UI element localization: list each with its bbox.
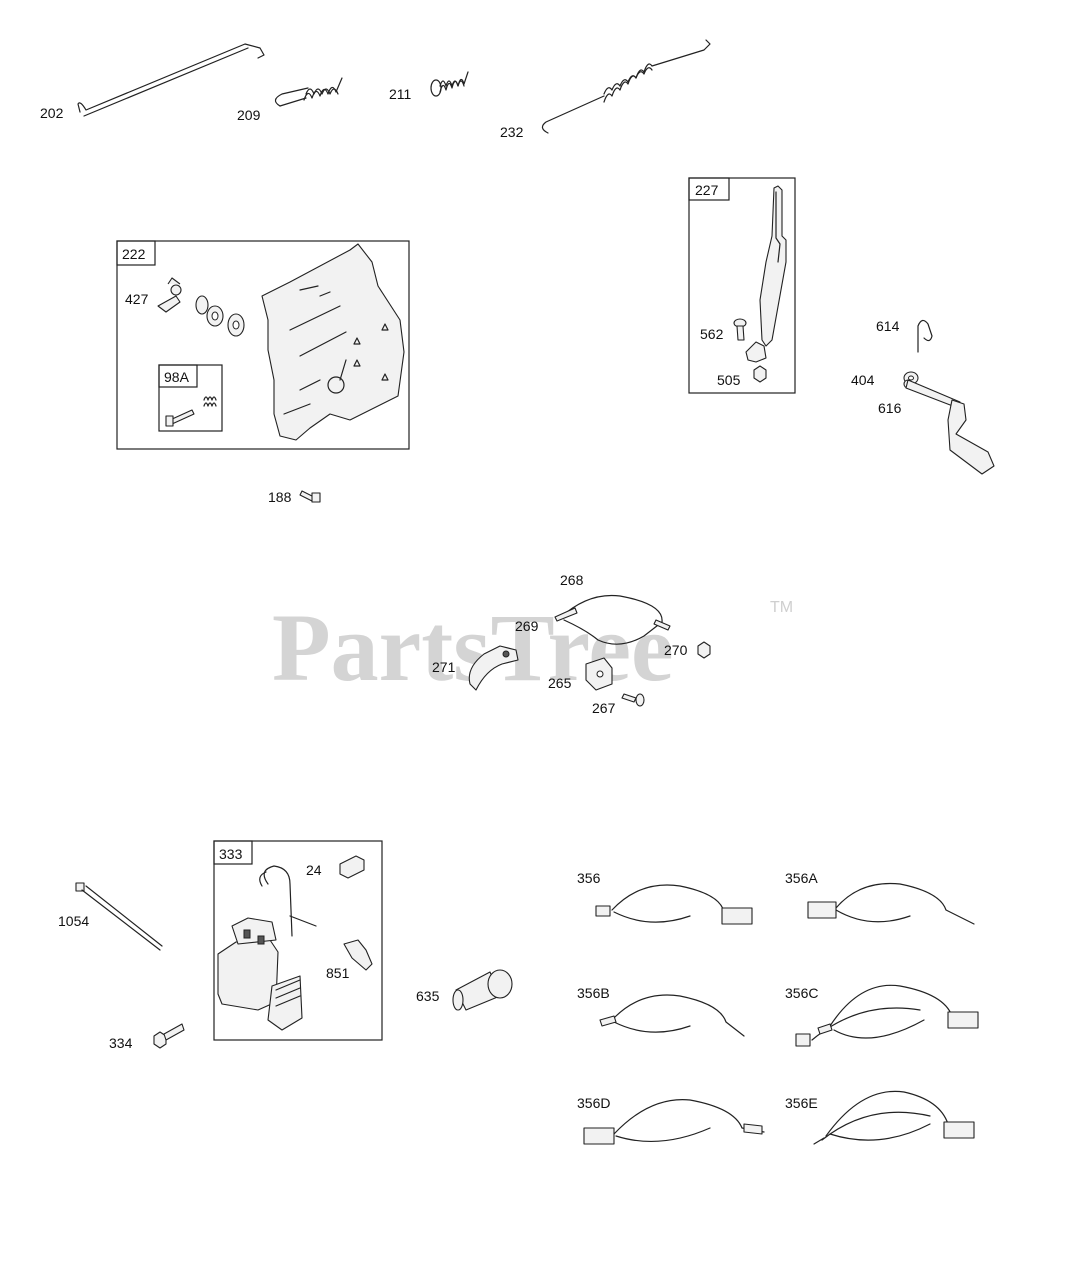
label-356d: 356D: [577, 1095, 610, 1111]
label-232: 232: [500, 124, 524, 140]
part-635-spark-boot[interactable]: [452, 969, 513, 1011]
label-334: 334: [109, 1035, 133, 1051]
part-356b-wire[interactable]: [599, 994, 745, 1037]
label-505: 505: [717, 372, 741, 388]
label-267: 267: [592, 700, 616, 716]
label-1054: 1054: [58, 913, 89, 929]
part-232-spring[interactable]: [541, 39, 711, 134]
label-427: 427: [125, 291, 149, 307]
part-98a-screw-spring[interactable]: [165, 396, 217, 427]
assembly-box-333: 333: [213, 840, 383, 1041]
label-202: 202: [40, 105, 64, 121]
part-356a-wire[interactable]: [807, 882, 975, 925]
washer-parts[interactable]: [195, 295, 245, 337]
label-616: 616: [878, 400, 902, 416]
part-267-screw[interactable]: [621, 693, 645, 707]
label-24: 24: [306, 862, 322, 878]
control-bracket[interactable]: [261, 243, 405, 441]
part-562-screw[interactable]: [733, 318, 747, 341]
label-268: 268: [560, 572, 584, 588]
part-265-clip[interactable]: [585, 657, 613, 691]
part-334-bolt[interactable]: [153, 1023, 185, 1049]
box-label-227: 227: [695, 182, 719, 198]
part-851-terminal[interactable]: [343, 939, 373, 971]
label-188: 188: [268, 489, 292, 505]
label-356a: 356A: [785, 870, 818, 886]
part-188-screw[interactable]: [299, 490, 321, 503]
part-616-shaft[interactable]: [903, 379, 995, 475]
label-271: 271: [432, 659, 456, 675]
part-505-nut[interactable]: [753, 365, 767, 383]
part-356e-wire[interactable]: [813, 1090, 975, 1145]
label-356c: 356C: [785, 985, 818, 1001]
assembly-box-222: 222: [116, 240, 410, 450]
part-202-rod[interactable]: [77, 43, 265, 117]
label-209: 209: [237, 107, 261, 123]
box-label-333: 333: [219, 846, 243, 862]
label-404: 404: [851, 372, 875, 388]
part-1054-cable-tie[interactable]: [75, 882, 163, 951]
box-label-222: 222: [122, 246, 146, 262]
label-265: 265: [548, 675, 572, 691]
box-label-98a: 98A: [164, 369, 190, 385]
assembly-box-227: 227: [688, 177, 796, 394]
part-270-nut[interactable]: [697, 641, 711, 659]
part-227-lever[interactable]: [745, 185, 787, 363]
watermark-trademark: TM: [770, 599, 793, 616]
part-271-clamp[interactable]: [468, 645, 519, 691]
label-269: 269: [515, 618, 539, 634]
part-356d-wire[interactable]: [583, 1099, 765, 1145]
part-356c-wire[interactable]: [795, 984, 979, 1047]
part-268-cable[interactable]: [554, 594, 671, 645]
part-356-wire[interactable]: [595, 884, 753, 925]
label-356e: 356E: [785, 1095, 818, 1111]
part-614-pin[interactable]: [917, 319, 933, 353]
label-356: 356: [577, 870, 601, 886]
part-211-spring[interactable]: [430, 71, 469, 97]
label-211: 211: [389, 86, 412, 102]
label-562: 562: [700, 326, 724, 342]
label-270: 270: [664, 642, 688, 658]
label-851: 851: [326, 965, 350, 981]
part-333-ignition-coil[interactable]: [217, 865, 317, 1031]
part-24-key[interactable]: [339, 855, 365, 879]
assembly-box-98a: 98A: [158, 364, 223, 432]
label-614: 614: [876, 318, 900, 334]
label-356b: 356B: [577, 985, 610, 1001]
label-635: 635: [416, 988, 440, 1004]
part-209-spring[interactable]: [274, 77, 343, 107]
part-427-wing-nut[interactable]: [157, 277, 182, 313]
